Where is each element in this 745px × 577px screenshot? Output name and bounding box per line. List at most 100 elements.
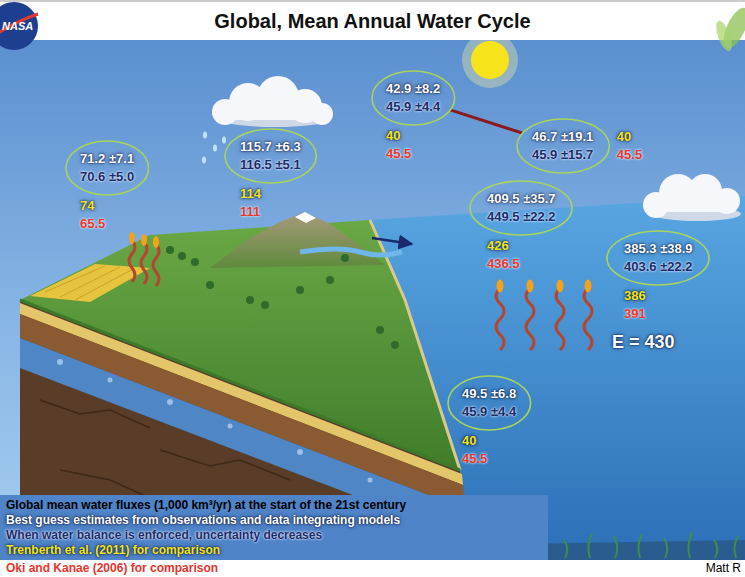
- flux-value: 40: [386, 127, 411, 145]
- flux-value: 45.5: [617, 146, 642, 164]
- ellipse-outline: [468, 179, 574, 237]
- plume-tips: [129, 232, 592, 293]
- flux-value: 426: [487, 237, 520, 255]
- crack: [40, 400, 150, 428]
- ellipse-outline: [370, 69, 457, 127]
- flux-value: 111: [240, 203, 261, 221]
- plume: [496, 288, 504, 350]
- raindrop: [222, 137, 226, 144]
- flux-value: 45.9 ±15.7: [532, 146, 593, 164]
- plume: [141, 242, 147, 284]
- cloud-base: [225, 106, 322, 120]
- plume-tip: [585, 280, 592, 293]
- annotation: E = 430: [612, 332, 675, 353]
- nasa-logo: [0, 2, 38, 50]
- flux-ellipse: 385.3 ±38.9403.6 ±22.2386391: [624, 240, 693, 323]
- ellipse-outline: [446, 374, 533, 432]
- flux-value: 391: [624, 305, 646, 323]
- seaweed-blade: [734, 536, 738, 558]
- river: [300, 249, 402, 255]
- seaweed-blade: [638, 534, 642, 558]
- flux-ellipse: 409.5 ±35.7449.5 ±22.2426436.5: [487, 190, 556, 273]
- flux-value: 409.5 ±35.7: [487, 190, 556, 208]
- seaweed-blade: [614, 536, 617, 558]
- leaf-logo: [713, 19, 735, 53]
- pore: [297, 449, 303, 455]
- flux-ellipse: 115.7 ±6.3116.5 ±5.1114111: [240, 138, 301, 221]
- connectors: [450, 110, 522, 133]
- diagram-title: Global, Mean Annual Water Cycle: [0, 9, 745, 33]
- flux-ellipse: 46.7 ±19.145.9 ±15.74045.5: [532, 128, 593, 164]
- rain: [202, 132, 226, 164]
- tree: [326, 276, 334, 284]
- crack: [60, 470, 150, 498]
- plume: [556, 288, 564, 350]
- flux-value: 114: [240, 185, 261, 203]
- pore: [167, 399, 173, 405]
- snow-cap: [295, 212, 316, 223]
- plume-tip: [527, 280, 534, 293]
- flux-value: 71.2 ±7.1: [80, 150, 134, 168]
- seaweed-blade: [714, 540, 717, 558]
- sun: [471, 41, 509, 79]
- ellipse-border: [517, 119, 609, 173]
- soil-layer: [20, 314, 465, 509]
- flux-value: 45.9 ±4.4: [462, 403, 516, 421]
- plume: [526, 288, 534, 350]
- legend-ground: Oki and Kanae (2006) for comparison: [0, 560, 548, 577]
- flux-value: 40: [462, 432, 487, 450]
- ellipse-border: [448, 376, 531, 430]
- tree: [261, 301, 269, 309]
- legend-text: When water balance is enforced, uncertai…: [6, 528, 322, 542]
- seaweed-blade: [688, 532, 692, 558]
- ellipse-border: [225, 129, 316, 183]
- trees: [166, 246, 399, 349]
- sun-glow: [462, 32, 518, 88]
- flux-value: 45.5: [462, 450, 487, 468]
- flux-ellipse: 42.9 ±8.245.9 ±4.44045.5: [386, 80, 440, 163]
- flux-value: 449.5 ±22.2: [487, 208, 556, 226]
- legend-ground: Global mean water fluxes (1,000 km³/yr) …: [0, 495, 548, 560]
- tree: [178, 252, 186, 260]
- flux-value: 42.9 ±8.2: [386, 80, 440, 98]
- legend-key: When water balance is enforced, uncertai…: [6, 528, 542, 543]
- plume-tip: [557, 280, 564, 293]
- flux-value: 115.7 ±6.3: [240, 138, 301, 156]
- ellipse-outline: [64, 139, 151, 197]
- seaweed-blade: [588, 534, 592, 558]
- tree: [376, 326, 384, 334]
- plume: [153, 244, 159, 286]
- tree: [166, 246, 174, 254]
- plume-tip: [153, 236, 159, 248]
- evaporation-plumes: [129, 240, 592, 350]
- plume: [129, 240, 135, 282]
- field-rows: [45, 266, 135, 300]
- bottom-strip: [0, 560, 745, 577]
- tree: [296, 286, 304, 294]
- ellipse-outline: [515, 117, 611, 175]
- caption: Global mean water fluxes (1,000 km³/yr) …: [6, 498, 542, 513]
- tree: [246, 296, 254, 304]
- sand-layer: [20, 303, 463, 485]
- cloud: [212, 76, 333, 127]
- legend-key: Oki and Kanae (2006) for comparison: [6, 560, 542, 577]
- raindrop: [213, 145, 217, 152]
- raindrop: [202, 157, 206, 164]
- ellipse-border: [66, 141, 149, 195]
- ellipse-outline: [223, 127, 318, 185]
- flux-ellipse: 49.5 ±6.845.9 ±4.44045.5: [462, 385, 516, 468]
- flux-value: 45.9 ±4.4: [386, 98, 440, 116]
- aquifer-pores: [57, 359, 433, 507]
- nasa-swoosh: [0, 14, 38, 36]
- legend-text: Trenberth et al. (2011) for comparison: [6, 543, 220, 557]
- flux-value: 385.3 ±38.9: [624, 240, 693, 258]
- ellipse-outline: [605, 229, 711, 287]
- flux-value: 46.7 ±19.1: [532, 128, 593, 146]
- plume-tip: [141, 234, 147, 246]
- mountain: [210, 212, 385, 268]
- seaweed-blade: [664, 538, 667, 558]
- flux-value: 65.5: [80, 215, 105, 233]
- flux-value: 386: [624, 287, 646, 305]
- plume-tip: [129, 232, 135, 244]
- beach: [370, 220, 460, 470]
